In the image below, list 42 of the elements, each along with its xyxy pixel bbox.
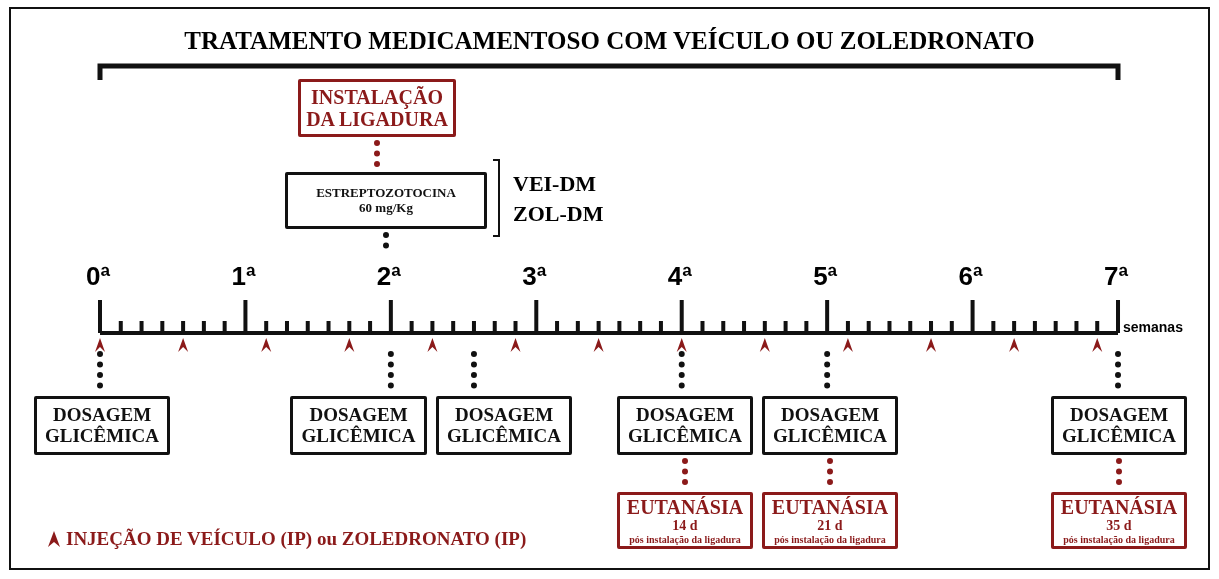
box-label: DOSAGEM GLICÊMICA (44, 404, 160, 447)
measurement-box (617, 396, 753, 455)
week-label: 5ª (813, 262, 838, 291)
box-sublabel: 35 d (1105, 518, 1133, 534)
box-sublabel: 21 d (816, 518, 844, 534)
box-label: DOSAGEM GLICÊMICA (627, 404, 743, 447)
box-sublabel: pós instalação da ligadura (773, 533, 887, 545)
measurement-box (436, 396, 572, 455)
box-label: DOSAGEM GLICÊMICA (1061, 404, 1177, 447)
euthanasia-box (617, 492, 753, 549)
box-label: DOSAGEM GLICÊMICA (772, 404, 888, 447)
procedure-box (298, 79, 456, 137)
box-sublabel: 14 d (671, 518, 699, 534)
legend-label: INJEÇÃO DE VEÍCULO (IP) ou ZOLEDRONATO (IP) (66, 528, 527, 550)
week-label: 4ª (667, 262, 692, 291)
box-label: ESTREPTOZOTOCINA (315, 186, 457, 201)
box-sublabel: 60 mg/Kg (358, 200, 414, 215)
box-sublabel: pós instalação da ligadura (1062, 533, 1176, 545)
box-label: EUTANÁSIA (1059, 496, 1179, 519)
euthanasia-box (762, 492, 898, 549)
euthanasia-box (1051, 492, 1187, 549)
measurement-box (290, 396, 427, 455)
week-label: 2ª (376, 262, 401, 291)
week-label: 6ª (958, 262, 983, 291)
group-label: VEI-DM (513, 171, 597, 197)
week-label: 0ª (86, 262, 111, 291)
measurement-box (762, 396, 898, 455)
box-label: EUTANÁSIA (625, 496, 745, 519)
measurement-box (1051, 396, 1187, 455)
week-label: 3ª (522, 262, 547, 291)
box-label: DOSAGEM GLICÊMICA (300, 404, 417, 447)
week-label: 7ª (1104, 262, 1129, 291)
box-sublabel: pós instalação da ligadura (628, 533, 742, 545)
box-label: DOSAGEM GLICÊMICA (446, 404, 562, 447)
axis-unit-label: semanas (1123, 320, 1183, 336)
drug-box (285, 172, 487, 229)
box-label: INSTALAÇÃO DA LIGADURA (305, 86, 449, 130)
box-label: EUTANÁSIA (770, 496, 890, 519)
measurement-box (34, 396, 170, 455)
title: TRATAMENTO MEDICAMENTOSO COM VEÍCULO OU ZOLEDRONATO (183, 27, 1036, 55)
group-label: ZOL-DM (513, 201, 604, 227)
week-label: 1ª (231, 262, 256, 291)
